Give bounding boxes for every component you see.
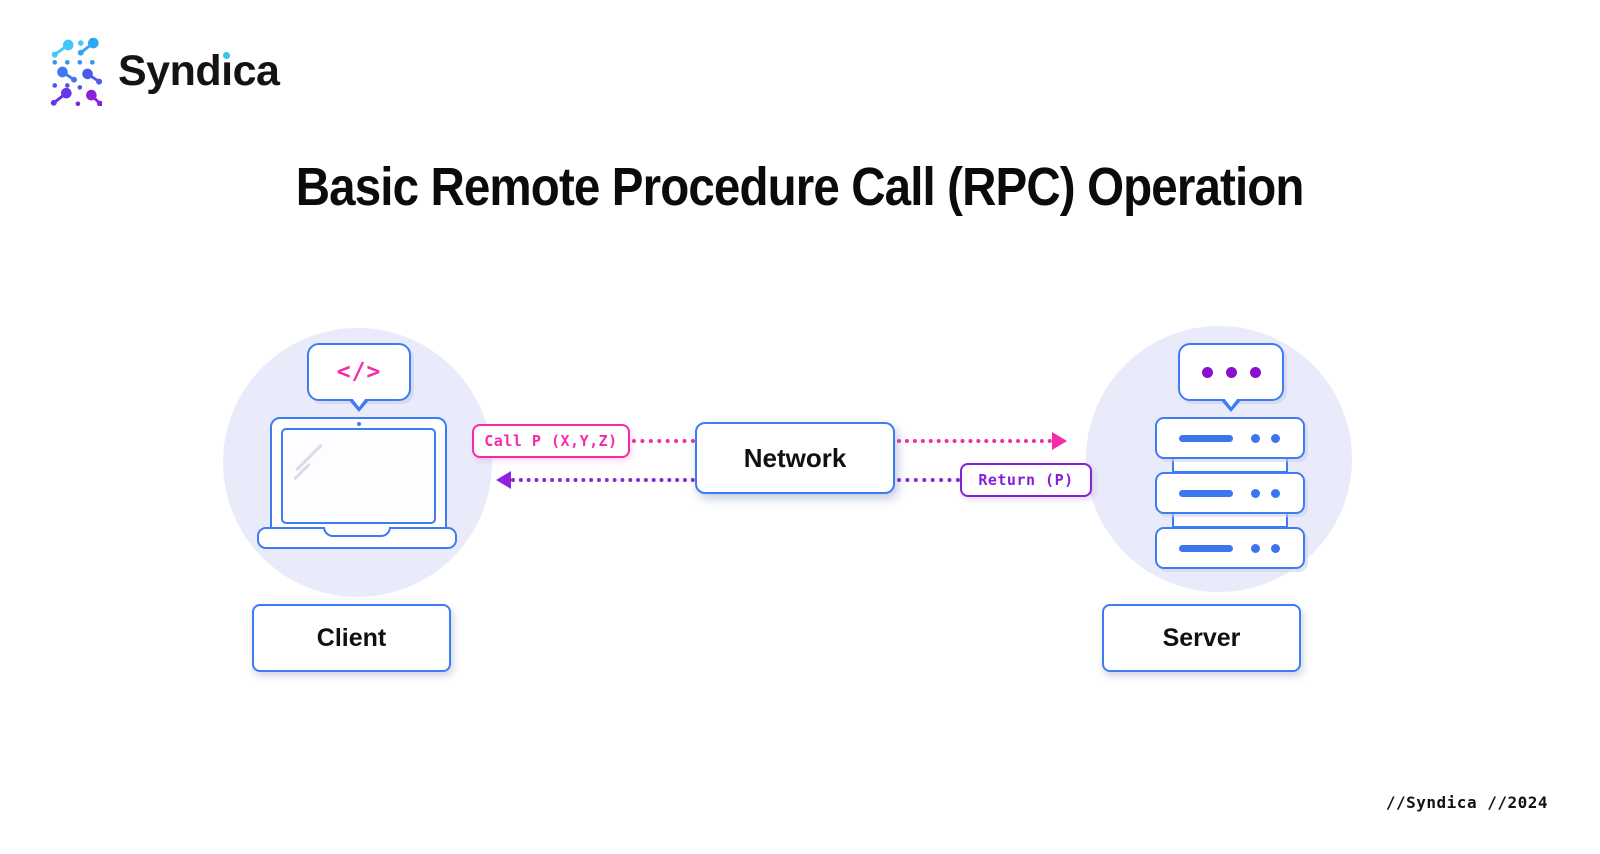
brand-name-post: ca <box>232 46 280 95</box>
rack-led <box>1271 543 1280 553</box>
ellipsis-dot <box>1201 366 1213 378</box>
screen-shine-line <box>295 443 323 472</box>
server-label: Server <box>1162 623 1241 652</box>
client-speech-bubble: </> <box>307 343 411 412</box>
laptop-icon <box>270 417 447 529</box>
return-message-text: Return (P) <box>978 471 1074 489</box>
network-label: Network <box>743 442 847 473</box>
server-name-plate: Server <box>1102 604 1301 672</box>
call-arrow-line <box>897 439 1052 443</box>
laptop-base <box>257 527 457 549</box>
footer-credit: //Syndica //2024 <box>1385 793 1548 812</box>
brand-logo: Syndıca <box>48 36 280 106</box>
call-arrowhead-icon <box>1052 432 1067 450</box>
client-label: Client <box>316 623 387 652</box>
call-message-label: Call P (X,Y,Z) <box>472 424 630 458</box>
rack-slot-bar <box>1179 544 1233 552</box>
laptop-base-notch <box>323 527 391 537</box>
rack-led <box>1271 488 1280 498</box>
laptop-screen <box>281 428 436 524</box>
laptop-camera-dot <box>356 422 361 426</box>
brand-name-i: ı <box>221 46 233 95</box>
return-arrow-line <box>511 478 695 482</box>
brand-name-pre: Synd <box>118 46 222 95</box>
call-message-text: Call P (X,Y,Z) <box>484 432 618 450</box>
server-speech-bubble <box>1178 343 1284 412</box>
rack-led <box>1251 488 1260 498</box>
server-rack-unit <box>1155 472 1305 514</box>
ellipsis-dot <box>1249 366 1261 378</box>
syndica-logo-icon <box>50 37 102 106</box>
title-wrap: Basic Remote Procedure Call (RPC) Operat… <box>0 156 1600 218</box>
call-arrow-line <box>632 439 695 443</box>
return-arrow-line <box>897 478 960 482</box>
code-icon: </> <box>336 359 382 385</box>
rack-slot-bar <box>1179 434 1233 442</box>
client-name-plate: Client <box>252 604 451 672</box>
return-arrowhead-icon <box>496 471 511 489</box>
rack-led <box>1271 433 1280 443</box>
rack-slot-bar <box>1179 489 1233 497</box>
rack-led <box>1251 433 1260 443</box>
brand-name: Syndıca <box>118 46 280 95</box>
network-node: Network <box>695 422 895 494</box>
server-rack-unit <box>1155 527 1305 569</box>
rack-led <box>1251 543 1260 553</box>
ellipsis-dot <box>1225 366 1237 378</box>
page-title: Basic Remote Procedure Call (RPC) Operat… <box>296 157 1305 217</box>
server-rack-unit <box>1155 417 1305 459</box>
return-message-label: Return (P) <box>960 463 1092 497</box>
